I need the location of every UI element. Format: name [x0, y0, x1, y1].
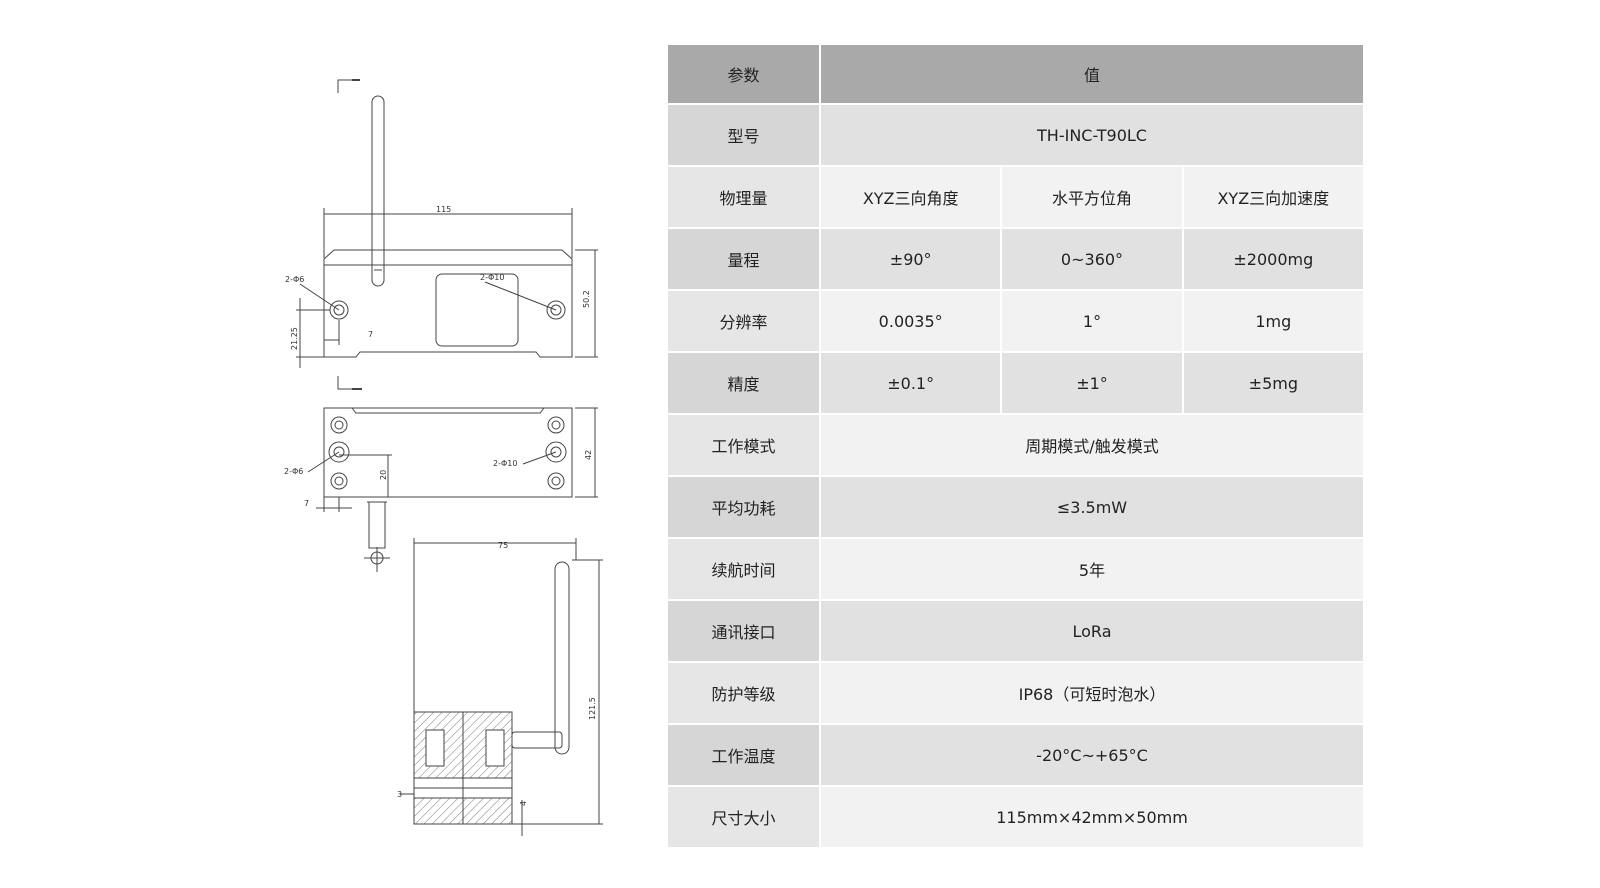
row-label: 平均功耗 [666, 475, 821, 539]
row-value: 5年 [819, 537, 1365, 601]
hole-mid-3 [330, 472, 348, 490]
dim-offset-w-top: 7 [368, 330, 373, 339]
table-row-battery: 续航时间 5年 [666, 537, 1365, 601]
table-row-protection: 防护等级 IP68（可短时泡水） [666, 661, 1365, 725]
row-label: 精度 [666, 351, 821, 415]
table-row-quantity: 物理量 XYZ三向角度 水平方位角 XYZ三向加速度 [666, 165, 1366, 229]
hole-mid-4 [547, 416, 565, 434]
row-label: 分辨率 [666, 289, 821, 353]
row-value-3: ±5mg [1181, 351, 1366, 415]
drawing-svg: 115 50.2 2-Φ6 2-Φ10 21.25 7 2-Φ6 2-Φ10 2… [284, 79, 603, 836]
hole-mid-6 [547, 472, 565, 490]
dim-side-width: 75 [498, 541, 508, 550]
table-row-resolution: 分辨率 0.0035° 1° 1mg [666, 289, 1366, 353]
row-value-3: XYZ三向加速度 [1181, 165, 1366, 229]
row-label: 续航时间 [666, 537, 821, 601]
connector [368, 501, 386, 549]
row-label: 物理量 [666, 165, 821, 229]
section-marker-top [337, 79, 352, 93]
dim-side-height: 121.5 [588, 697, 597, 720]
table-row-range: 量程 ±90° 0~360° ±2000mg [666, 227, 1366, 291]
hole-mid-2 [328, 441, 350, 463]
technical-drawing: 115 50.2 2-Φ6 2-Φ10 21.25 7 2-Φ6 2-Φ10 2… [0, 0, 640, 888]
row-value: ≤3.5mW [819, 475, 1365, 539]
dim-hole-large-top: 2-Φ10 [480, 273, 504, 282]
body-bottom [323, 407, 573, 498]
row-value: TH-INC-T90LC [819, 103, 1365, 167]
table-header-row: 参数 值 [666, 43, 1365, 105]
dim-offset-v-mid: 20 [379, 470, 388, 480]
row-value: 115mm×42mm×50mm [819, 785, 1365, 849]
hole-mid-5 [545, 441, 567, 463]
row-label: 工作模式 [666, 413, 821, 477]
row-value-1: ±0.1° [818, 351, 1003, 415]
dim-side-small-b: 4 [519, 801, 528, 806]
row-value: -20°C~+65°C [819, 723, 1365, 787]
row-value-2: ±1° [1000, 351, 1184, 415]
hole-right-top [546, 300, 566, 320]
table-row-power: 平均功耗 ≤3.5mW [666, 475, 1365, 539]
dim-hole-large-mid: 2-Φ10 [493, 459, 517, 468]
row-value-1: XYZ三向角度 [818, 165, 1003, 229]
dim-hole-small-top: 2-Φ6 [285, 275, 304, 284]
row-value: LoRa [819, 599, 1365, 663]
dim-offset-h-top: 21.25 [290, 327, 299, 350]
header-value: 值 [819, 43, 1365, 105]
antenna-joint [511, 731, 563, 749]
header-param: 参数 [666, 43, 821, 105]
table-row-mode: 工作模式 周期模式/触发模式 [666, 413, 1365, 477]
row-label: 通讯接口 [666, 599, 821, 663]
dim-top-height: 50.2 [582, 290, 591, 308]
antenna-side [554, 561, 570, 755]
spec-table: 参数 值 型号 TH-INC-T90LC 物理量 XYZ三向角度 水平方位角 X… [666, 43, 1366, 849]
dim-offset-w-mid: 7 [304, 499, 309, 508]
dim-height-mid: 42 [584, 450, 593, 460]
row-value-3: 1mg [1181, 289, 1366, 353]
dim-side-small-a: 3 [397, 790, 402, 799]
dim-hole-small-mid: 2-Φ6 [284, 467, 303, 476]
display-window [435, 273, 519, 347]
dim-top-width: 115 [436, 205, 451, 214]
row-value: 周期模式/触发模式 [819, 413, 1365, 477]
table-row-temperature: 工作温度 -20°C~+65°C [666, 723, 1365, 787]
row-value-1: 0.0035° [818, 289, 1003, 353]
row-label: 量程 [666, 227, 821, 291]
row-value-3: ±2000mg [1181, 227, 1366, 291]
row-label: 型号 [666, 103, 821, 167]
row-label: 工作温度 [666, 723, 821, 787]
row-value-1: ±90° [818, 227, 1003, 291]
table-row-interface: 通讯接口 LoRa [666, 599, 1365, 663]
antenna-top [371, 95, 385, 287]
row-label: 防护等级 [666, 661, 821, 725]
row-value-2: 水平方位角 [1000, 165, 1184, 229]
table-row-size: 尺寸大小 115mm×42mm×50mm [666, 785, 1365, 849]
row-label: 尺寸大小 [666, 785, 821, 849]
hole-mid-1 [330, 416, 348, 434]
row-value: IP68（可短时泡水） [819, 661, 1365, 725]
row-value-2: 1° [1000, 289, 1184, 353]
table-row-model: 型号 TH-INC-T90LC [666, 103, 1365, 167]
row-value-2: 0~360° [1000, 227, 1184, 291]
table-row-accuracy: 精度 ±0.1° ±1° ±5mg [666, 351, 1366, 415]
body-top [323, 249, 573, 358]
